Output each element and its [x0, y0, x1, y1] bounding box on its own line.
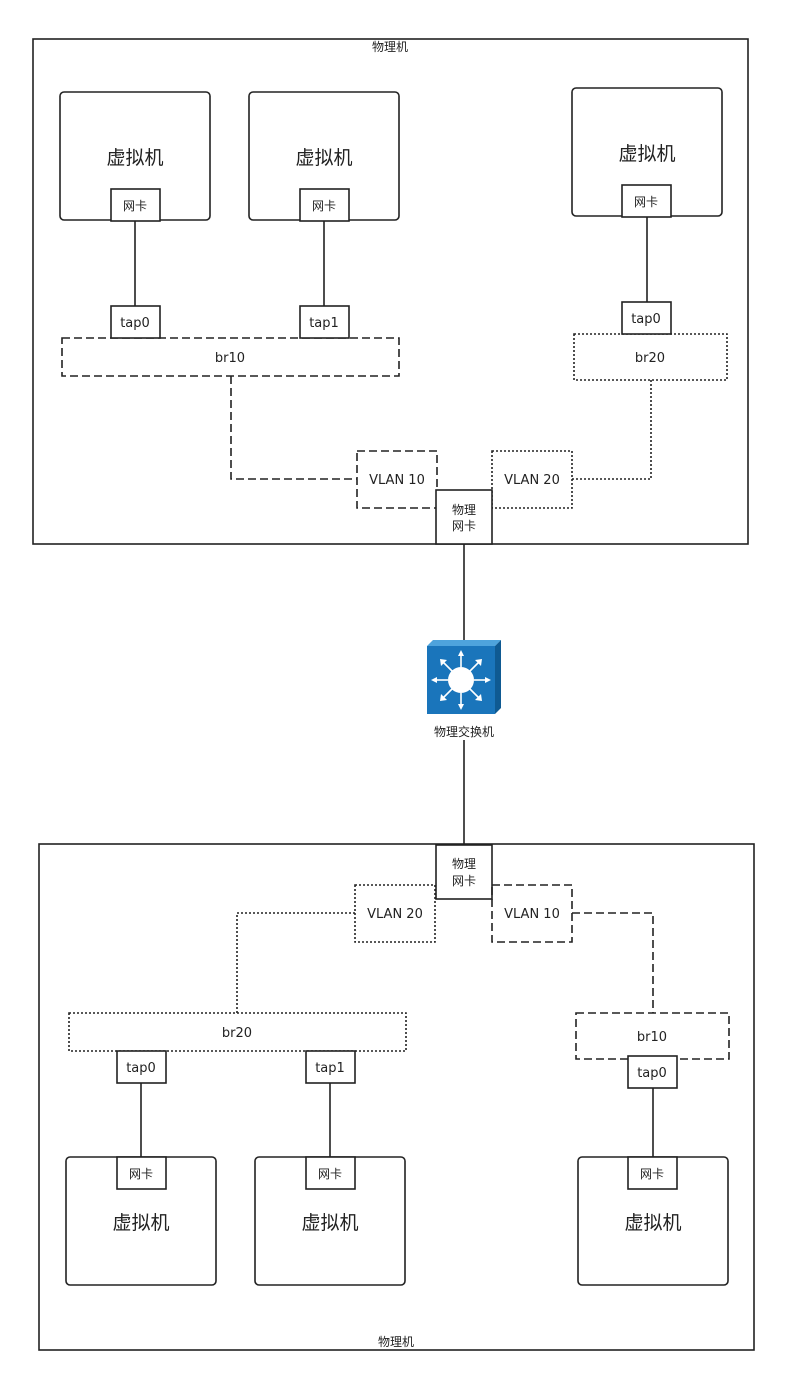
top-tap-1-label: tap1: [309, 316, 339, 331]
top-tap-0-b: [621, 301, 672, 335]
bottom-vlan-20-label: VLAN 20: [367, 907, 423, 922]
bottom-vm-1-nic: [116, 1156, 167, 1190]
bottom-bridge-br20: [68, 1012, 407, 1052]
top-vm-2-label: 虚拟机: [295, 147, 352, 169]
top-vm-3-label: 虚拟机: [618, 143, 675, 165]
host-bottom-label: 物理机: [378, 1335, 414, 1349]
top-tap-0-b-label: tap0: [631, 312, 661, 327]
host-bottom-frame: [38, 843, 755, 1351]
bottom-vm-3-label: 虚拟机: [624, 1212, 681, 1234]
top-vm-2-nic-label: 网卡: [312, 199, 336, 213]
top-link-br10-vlan10: [230, 376, 357, 480]
bottom-tap-0-label: tap0: [126, 1061, 156, 1076]
bottom-physical-nic: [435, 844, 493, 900]
top-tap-1: [299, 305, 350, 339]
bottom-tap-0-b-label: tap0: [637, 1066, 667, 1081]
bottom-vm-2-label: 虚拟机: [301, 1212, 358, 1234]
bottom-vm-1-nic-label: 网卡: [129, 1167, 153, 1181]
top-physical-nic-label-1: 物理: [452, 503, 476, 517]
top-vlan-20: [491, 450, 573, 509]
bottom-vlan-10-label: VLAN 10: [504, 907, 560, 922]
top-vm-3-nic-label: 网卡: [634, 195, 658, 209]
top-tap-0-label: tap0: [120, 316, 150, 331]
top-bridge-br20-label: br20: [635, 351, 665, 366]
top-vm-1-label: 虚拟机: [106, 147, 163, 169]
top-vm-3-nic: [621, 184, 672, 218]
bottom-bridge-br20-label: br20: [222, 1026, 252, 1041]
top-bridge-br10-label: br10: [215, 351, 245, 366]
top-link-br20-vlan20: [572, 380, 652, 480]
top-vm-1-nic: [110, 188, 161, 222]
bottom-vm-3-nic: [627, 1156, 678, 1190]
top-vlan-10: [356, 450, 438, 509]
bottom-link-vlan20-br20: [236, 912, 355, 1013]
bottom-physical-nic-label-1: 物理: [452, 857, 476, 871]
top-physical-nic-label-2: 网卡: [452, 519, 476, 533]
bottom-link-vlan10-br10: [572, 912, 654, 1013]
top-tap-0: [110, 305, 161, 339]
host-top-label: 物理机: [372, 40, 408, 54]
top-physical-nic: [435, 489, 493, 545]
bottom-vm-2-nic-label: 网卡: [318, 1167, 342, 1181]
top-vlan-10-label: VLAN 10: [369, 473, 425, 488]
bottom-bridge-br10-label: br10: [637, 1030, 667, 1045]
bottom-vm-3-nic-label: 网卡: [640, 1167, 664, 1181]
switch-icon: [427, 640, 501, 714]
switch-label: 物理交换机: [434, 724, 494, 739]
bottom-physical-nic-label-2: 网卡: [452, 874, 476, 888]
bottom-vm-1-label: 虚拟机: [112, 1212, 169, 1234]
bottom-bridge-br10: [575, 1012, 730, 1060]
bottom-vm-2-nic: [305, 1156, 356, 1190]
host-top-frame: [32, 38, 749, 545]
top-vm-1-nic-label: 网卡: [123, 199, 147, 213]
bottom-tap-1-label: tap1: [315, 1061, 345, 1076]
top-vlan-20-label: VLAN 20: [504, 473, 560, 488]
